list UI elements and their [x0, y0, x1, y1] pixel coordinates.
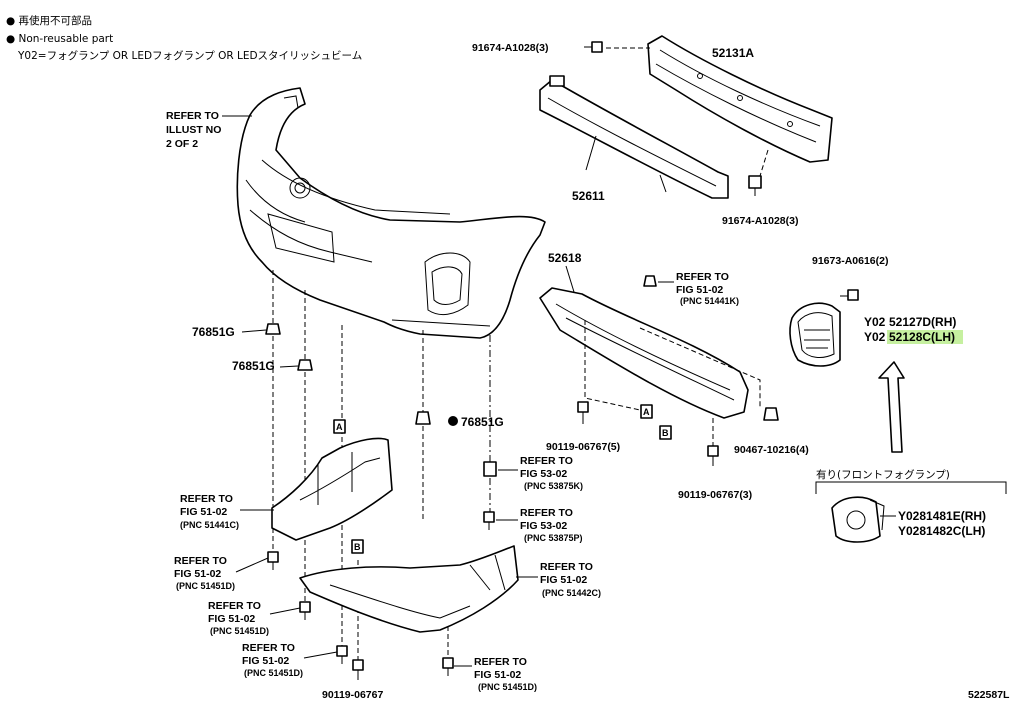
- bolt-icon: [442, 657, 454, 676]
- part-91674-bottom: 91674-A1028(3): [722, 215, 798, 227]
- part-90119-bottom: 90119-06767: [322, 689, 383, 701]
- refer-51441K-1: REFER TO: [676, 271, 729, 283]
- clip-icon: [643, 275, 657, 287]
- part-90119-5: 90119-06767(5): [546, 441, 620, 453]
- part-52128C[interactable]: 52128C(LH): [889, 330, 955, 344]
- part-52131A: 52131A: [712, 46, 754, 60]
- refer-51451D-3-1: REFER TO: [242, 642, 295, 654]
- clip-icon: [763, 407, 779, 421]
- part-76851G-1: 76851G: [192, 325, 235, 339]
- bumper-energy-absorber-52611[interactable]: [539, 75, 729, 199]
- refer-51451D-4-3: (PNC 51451D): [478, 682, 537, 692]
- refer-51451D-2-3: (PNC 51451D): [210, 626, 269, 636]
- front-bumper-cover[interactable]: [236, 87, 546, 339]
- clip-icon: [265, 323, 281, 335]
- refer-51441C-3: (PNC 51441C): [180, 520, 239, 530]
- refer-51442C-1: REFER TO: [540, 561, 593, 573]
- lower-absorber-52618[interactable]: [539, 287, 761, 419]
- bolt-icon: [748, 175, 762, 196]
- refer-51451D-4-2: FIG 51-02: [474, 669, 521, 681]
- bolt-icon: [707, 445, 719, 466]
- bolt-icon: [584, 41, 603, 53]
- refer-51451D-2-2: FIG 51-02: [208, 613, 255, 625]
- bumper-reinforcement-52131A[interactable]: [606, 35, 833, 177]
- fog-lamp-assembly[interactable]: [831, 496, 885, 543]
- part-Y0281482C: Y0281482C(LH): [898, 524, 985, 538]
- part-52618: 52618: [548, 251, 582, 265]
- part-52127D: 52127D(RH): [889, 315, 956, 329]
- clip-icon: [483, 461, 497, 477]
- refer-51451D-1-3: (PNC 51451D): [176, 581, 235, 591]
- refer-51451D-4-1: REFER TO: [474, 656, 527, 668]
- part-91673: 91673-A0616(2): [812, 255, 888, 267]
- legend: ● 再使用不可部品 ● Non-reusable part Y02=フォグランプ…: [6, 14, 362, 62]
- bolt-icon: [352, 659, 364, 680]
- refer-51442C-2: FIG 51-02: [540, 574, 587, 586]
- refer-illust-line-1: REFER TO: [166, 110, 219, 122]
- fog-lamp-cover[interactable]: [789, 302, 841, 367]
- legend-line-1: ● 再使用不可部品: [6, 14, 92, 27]
- arrow-up-icon: [878, 361, 905, 453]
- y02-lh-prefix: Y02: [864, 330, 886, 344]
- under-cover-front[interactable]: [271, 437, 393, 541]
- refer-53875P-2: FIG 53-02: [520, 520, 567, 532]
- bolt-icon: [577, 401, 589, 424]
- refer-illust-line-3: 2 OF 2: [166, 138, 198, 150]
- refer-51442C-3: (PNC 51442C): [542, 588, 601, 598]
- part-76851G-3: 76851G: [461, 415, 504, 429]
- refer-51441K-3: (PNC 51441K): [680, 296, 739, 306]
- part-90467: 90467-10216(4): [734, 444, 809, 456]
- refer-51451D-3-3: (PNC 51451D): [244, 668, 303, 678]
- bolt-icon: [840, 289, 859, 301]
- part-91674-top: 91674-A1028(3): [472, 42, 548, 54]
- part-52611: 52611: [572, 189, 605, 203]
- refer-53875K-2: FIG 53-02: [520, 468, 567, 480]
- refer-53875P-3: (PNC 53875P): [524, 533, 583, 543]
- bolt-icon: [483, 511, 495, 530]
- refer-51441K-2: FIG 51-02: [676, 284, 723, 296]
- refer-53875K-3: (PNC 53875K): [524, 481, 583, 491]
- box-b-2: B: [354, 542, 361, 552]
- box-b-1: B: [662, 428, 669, 438]
- y02-rh-prefix: Y02: [864, 315, 886, 329]
- non-reusable-dot-icon: [448, 416, 458, 426]
- fog-lamp-title: 有り(フロントフォグランプ): [816, 468, 950, 481]
- box-a-2: A: [336, 422, 343, 432]
- bolt-icon: [336, 645, 348, 664]
- part-Y0281481E: Y0281481E(RH): [898, 509, 986, 523]
- part-76851G-2: 76851G: [232, 359, 275, 373]
- refer-51441C-1: REFER TO: [180, 493, 233, 505]
- refer-51451D-1-1: REFER TO: [174, 555, 227, 567]
- refer-51451D-1-2: FIG 51-02: [174, 568, 221, 580]
- box-a-1: A: [643, 407, 650, 417]
- bolt-icon: [267, 551, 279, 570]
- clip-icon: [297, 359, 313, 371]
- refer-illust-line-2: ILLUST NO: [166, 124, 221, 136]
- part-90119-3: 90119-06767(3): [678, 489, 752, 501]
- refer-51441C-2: FIG 51-02: [180, 506, 227, 518]
- bolt-icon: [299, 601, 311, 620]
- clip-icon: [415, 411, 431, 425]
- refer-51451D-2-1: REFER TO: [208, 600, 261, 612]
- refer-53875P-1: REFER TO: [520, 507, 573, 519]
- legend-line-3: Y02=フォグランプ OR LEDフォグランプ OR LEDスタイリッシュビーム: [17, 49, 362, 62]
- highlight-box: [887, 330, 963, 344]
- refer-53875K-1: REFER TO: [520, 455, 573, 467]
- refer-51451D-3-2: FIG 51-02: [242, 655, 289, 667]
- legend-line-2: ● Non-reusable part: [6, 33, 113, 45]
- illustration-ref-number: 522587L: [968, 689, 1010, 701]
- under-cover-rear[interactable]: [299, 545, 519, 633]
